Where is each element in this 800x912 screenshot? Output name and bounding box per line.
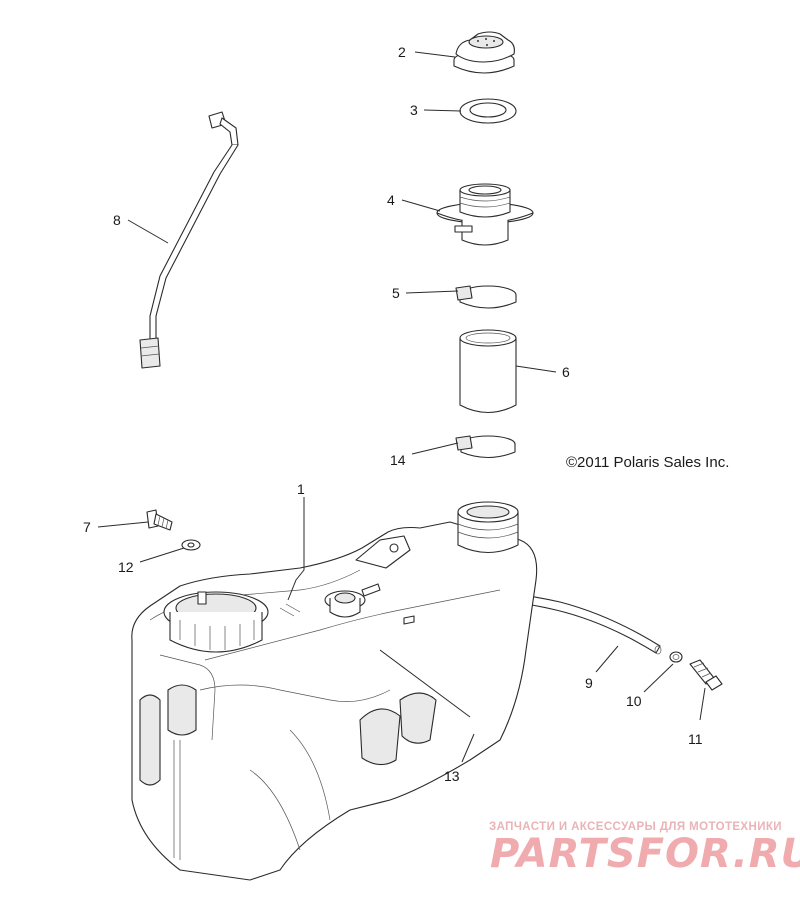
leader-12: [139, 547, 185, 563]
callout-labels: 2 3 4 5 6 14 8 7 12 1 9 10 11 13: [83, 44, 703, 784]
leader-13b: [379, 649, 471, 718]
leader-8: [127, 219, 169, 244]
callout-13: 13: [444, 768, 460, 784]
check-valve-part: [689, 659, 723, 691]
upper-hose-clamp-part: [455, 285, 517, 309]
bolt-part: [146, 509, 173, 531]
callout-5: 5: [392, 285, 400, 301]
leader-14: [411, 442, 459, 455]
callout-12: 12: [118, 559, 134, 575]
callout-8: 8: [113, 212, 121, 228]
lower-hose-clamp-part: [455, 435, 516, 459]
leader-7: [97, 521, 149, 528]
plug-part: [669, 651, 683, 663]
copyright-notice: ©2011 Polaris Sales Inc.: [566, 454, 729, 471]
callout-2: 2: [398, 44, 406, 60]
leader-lines: [97, 51, 706, 763]
callout-9: 9: [585, 675, 593, 691]
watermark-tagline: ЗАПЧАСТИ И АКСЕССУАРЫ ДЛЯ МОТОТЕХНИКИ: [489, 821, 782, 833]
leader-11: [699, 687, 706, 721]
watermark: ЗАПЧАСТИ И АКСЕССУАРЫ ДЛЯ МОТОТЕХНИКИ PA…: [489, 821, 800, 877]
leader-6: [515, 365, 557, 373]
callout-10: 10: [626, 693, 642, 709]
leader-10: [643, 663, 674, 693]
leader-1: [287, 497, 305, 601]
fuel-line-part: [139, 111, 239, 369]
cap-gasket-part: [459, 98, 517, 124]
callout-4: 4: [387, 192, 395, 208]
fuel-cap-part: [453, 31, 515, 74]
callout-3: 3: [410, 102, 418, 118]
callout-1: 1: [297, 481, 305, 497]
leader-5: [405, 290, 459, 294]
washer-part: [181, 539, 201, 551]
leader-2: [414, 51, 456, 58]
callout-14: 14: [390, 452, 406, 468]
leader-9: [595, 645, 619, 673]
leader-3: [423, 109, 462, 112]
callout-11: 11: [688, 731, 703, 747]
filler-neck-part: [436, 183, 534, 246]
callout-6: 6: [562, 364, 570, 380]
leader-13: [461, 733, 475, 763]
watermark-brand: PARTSFOR.RU: [490, 831, 800, 877]
fuel-tank-part: [131, 501, 538, 881]
leader-4: [401, 199, 441, 212]
filler-hose-part: [459, 329, 517, 414]
callout-7: 7: [83, 519, 91, 535]
